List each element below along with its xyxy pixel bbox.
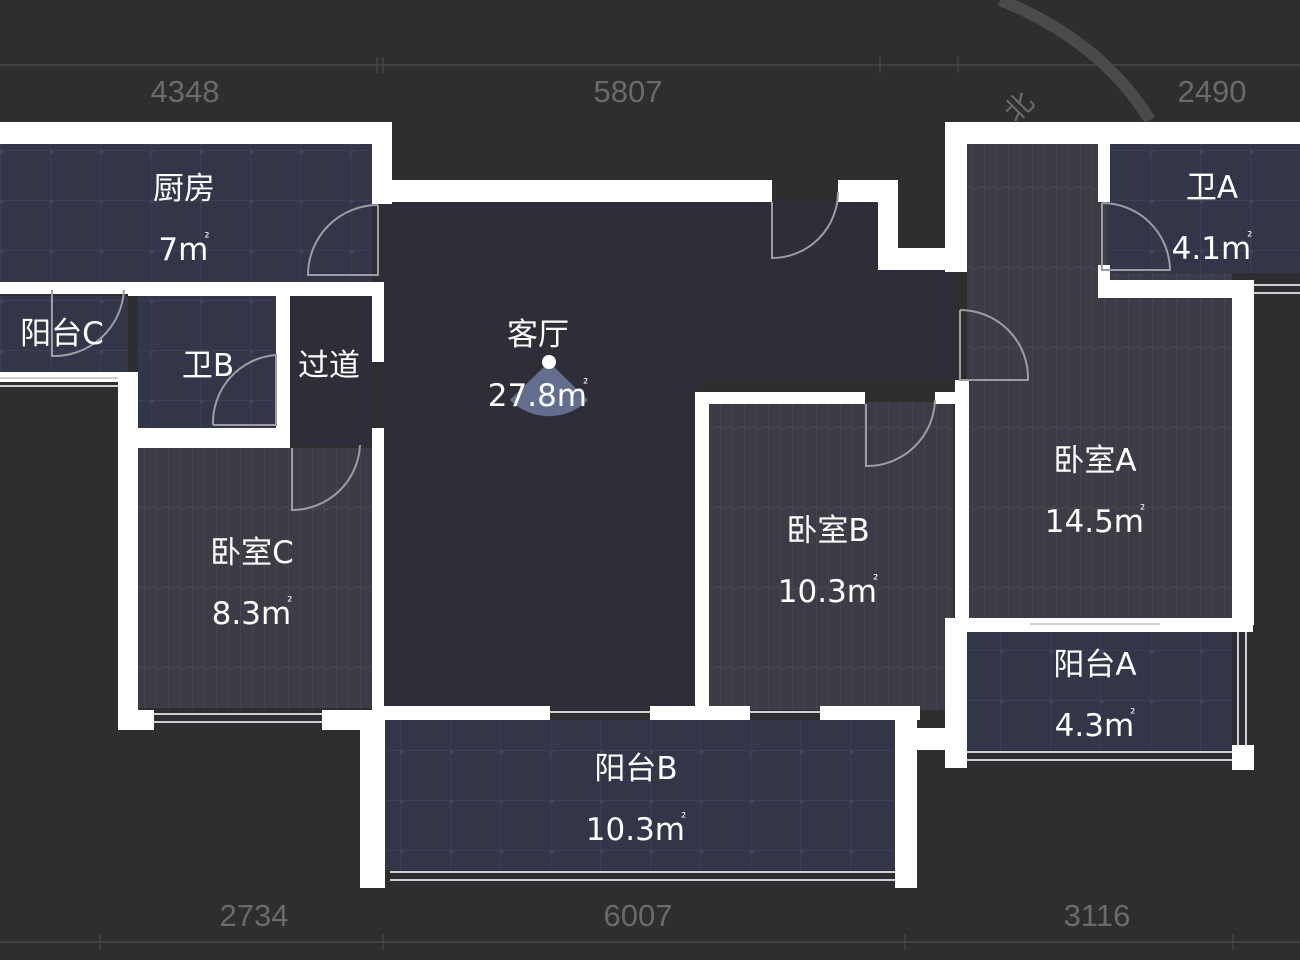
- room-living[interactable]: 客厅 27.8m²: [488, 310, 588, 421]
- room-balcony-c[interactable]: 阳台C: [20, 316, 104, 352]
- door-bedroom-a: [959, 309, 1030, 381]
- door-swings: [51, 191, 1172, 512]
- windows: [0, 284, 1300, 881]
- room-bedroom-b[interactable]: 卧室B 10.3m²: [778, 506, 878, 617]
- room-name: 卧室B: [786, 513, 870, 549]
- bath-a-floor: [1108, 143, 1300, 273]
- room-name: 客厅: [506, 317, 569, 353]
- dimension-bottom-3: 3116: [1063, 898, 1131, 933]
- bedroom-c-floor: [138, 448, 372, 708]
- room-area: 10.3m²: [777, 573, 879, 610]
- room-area: 4.3m²: [1054, 707, 1136, 744]
- room-name: 过道: [298, 348, 360, 384]
- room-area: 4.1m²: [1171, 230, 1253, 267]
- camera-viewpoint-icon[interactable]: [510, 355, 588, 417]
- dimension-lines: [0, 57, 1300, 950]
- room-area: 7m²: [158, 231, 210, 268]
- corridor-floor: [288, 295, 372, 445]
- room-balcony-b[interactable]: 阳台B 10.3m²: [586, 744, 686, 855]
- door-balcony-c: [51, 289, 125, 358]
- dimension-bottom-2: 6007: [603, 898, 673, 933]
- room-name: 阳台B: [594, 751, 678, 787]
- room-name: 阳台A: [1053, 647, 1137, 683]
- door-entry: [771, 191, 839, 260]
- door-kitchen: [306, 204, 379, 276]
- bedroom-b-floor: [708, 402, 953, 710]
- room-name: 厨房: [153, 171, 215, 207]
- room-kitchen[interactable]: 厨房 7m²: [153, 164, 215, 275]
- door-bath-a: [1101, 202, 1172, 271]
- room-bedroom-a[interactable]: 卧室A 14.5m²: [1045, 436, 1145, 547]
- dimension-bottom-1: 2734: [219, 898, 289, 933]
- dimension-top-3: 2490: [1177, 74, 1247, 109]
- walls: [0, 122, 1300, 888]
- balcony-b-floor: [385, 720, 897, 870]
- room-name: 阳台C: [20, 316, 104, 352]
- dimension-top-2: 5807: [593, 74, 663, 109]
- balcony-a-floor: [967, 630, 1232, 750]
- room-name: 卧室A: [1053, 443, 1137, 479]
- room-bedroom-c[interactable]: 卧室C 8.3m²: [210, 528, 294, 639]
- dimension-top-1: 4348: [150, 74, 220, 109]
- balcony-c-floor: [0, 296, 128, 376]
- room-area: 27.8m²: [487, 377, 589, 414]
- room-area: 14.5m²: [1044, 503, 1146, 540]
- room-name: 卫A: [1185, 170, 1239, 206]
- door-bedroom-c: [291, 444, 361, 512]
- door-bath-b: [211, 353, 277, 426]
- door-bedroom-b: [865, 399, 936, 468]
- bath-b-floor: [138, 295, 276, 435]
- room-bath-a[interactable]: 卫A 4.1m²: [1172, 163, 1253, 274]
- room-name: 卫B: [181, 348, 235, 384]
- room-name: 卧室C: [210, 535, 294, 571]
- compass-arc: [997, 0, 1156, 124]
- room-bath-b[interactable]: 卫B: [182, 348, 234, 384]
- room-corridor[interactable]: 过道: [298, 348, 360, 384]
- room-balcony-a[interactable]: 阳台A 4.3m²: [1053, 640, 1136, 751]
- living-floor: [380, 200, 955, 710]
- room-area: 10.3m²: [585, 811, 687, 848]
- room-area: 8.3m²: [211, 595, 293, 632]
